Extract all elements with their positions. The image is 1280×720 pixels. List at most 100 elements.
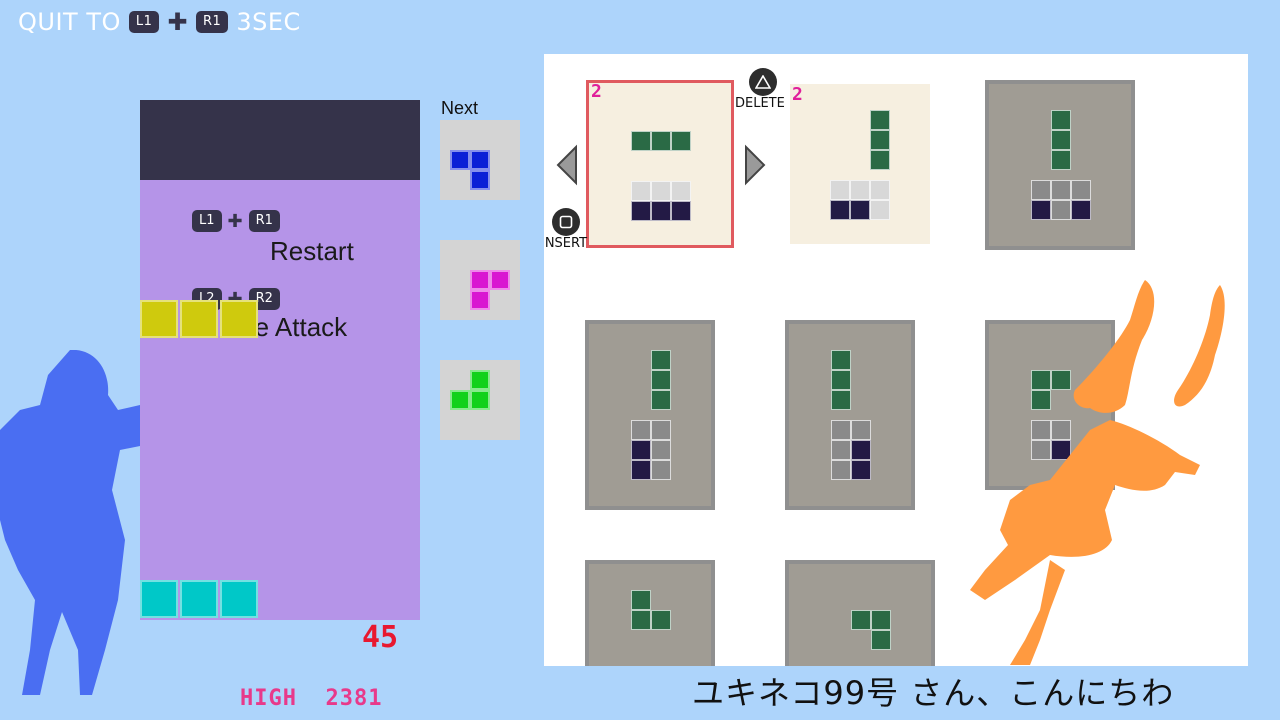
restart-label: Restart (270, 236, 354, 266)
pattern-card[interactable] (985, 80, 1135, 250)
pattern-cell (631, 181, 651, 201)
pattern-cell (1031, 390, 1051, 410)
blue-piece (470, 150, 490, 170)
character-silhouette-right (970, 280, 1225, 665)
blue-piece (450, 150, 470, 170)
pattern-cell (831, 350, 851, 370)
pattern-cell (1051, 370, 1071, 390)
character-silhouette-left (0, 350, 145, 695)
high-score-label: HIGH (240, 686, 297, 711)
pattern-cell (851, 610, 871, 630)
pattern-cell (651, 390, 671, 410)
card-badge: 2 (591, 81, 602, 102)
pattern-cell (1051, 200, 1071, 220)
pattern-cell (671, 131, 691, 151)
pattern-cell (870, 150, 890, 170)
magenta-piece (490, 270, 510, 290)
pattern-cell (1051, 130, 1071, 150)
pattern-cell (870, 110, 890, 130)
pattern-cell (1051, 420, 1071, 440)
pattern-cell (651, 350, 671, 370)
pattern-cell (830, 200, 850, 220)
l1-button-icon: L1 (128, 11, 160, 33)
pattern-cell (1071, 180, 1091, 200)
pattern-editor-panel: 2 DELETE INSERT 2 (544, 54, 1248, 666)
blue-piece (470, 170, 490, 190)
pattern-cell (1051, 440, 1071, 460)
pattern-cell (631, 610, 651, 630)
next-piece-slot-2 (440, 240, 520, 320)
pattern-cell (1031, 440, 1051, 460)
plus-icon: ✚ (167, 8, 188, 36)
falling-block (180, 300, 218, 338)
pattern-cell (651, 440, 671, 460)
pattern-card[interactable] (785, 320, 915, 510)
pattern-cell (651, 420, 671, 440)
quit-hint: QUIT TO L1 ✚ R1 3SEC (18, 8, 301, 36)
delete-button[interactable] (749, 68, 777, 96)
pattern-cell (1031, 180, 1051, 200)
stacked-block (220, 580, 258, 618)
pattern-card[interactable]: 2 (790, 84, 930, 244)
delete-label: DELETE (735, 96, 785, 111)
pattern-cell (1051, 110, 1071, 130)
next-piece-slot-1 (440, 120, 520, 200)
pattern-cell (830, 180, 850, 200)
pattern-cell (871, 610, 891, 630)
pattern-cell (651, 201, 671, 221)
r1-button-icon: R1 (248, 210, 280, 232)
pattern-cell (851, 460, 871, 480)
pattern-cell (651, 610, 671, 630)
pattern-cell (870, 200, 890, 220)
attack-label: re Attack (246, 312, 348, 342)
pattern-cell (631, 131, 651, 151)
pattern-cell (651, 460, 671, 480)
magenta-piece (470, 290, 490, 310)
current-score: 45 (362, 620, 399, 655)
player-greeting: ユキネコ99号 さん、こんにちわ (692, 674, 1175, 712)
falling-block (140, 300, 178, 338)
insert-button[interactable] (552, 208, 580, 236)
arrow-left-icon[interactable] (554, 144, 580, 186)
pattern-cell (671, 181, 691, 201)
game-board: L1 ✚ R1 Restart L2 ✚ R2 re Attack (140, 100, 420, 620)
quit-text: QUIT TO (18, 8, 121, 36)
pattern-cell (831, 440, 851, 460)
pattern-cell (631, 460, 651, 480)
pattern-card[interactable] (585, 320, 715, 510)
restart-hint: L1 ✚ R1 (192, 210, 280, 232)
pattern-cell (870, 180, 890, 200)
board-top-zone (140, 100, 420, 180)
green-piece (470, 390, 490, 410)
pattern-cell (1031, 370, 1051, 390)
falling-block (220, 300, 258, 338)
pattern-cell (851, 420, 871, 440)
pattern-cell (1031, 420, 1051, 440)
pattern-cell (1031, 200, 1051, 220)
pattern-card[interactable] (585, 560, 715, 666)
pattern-cell (831, 370, 851, 390)
pattern-cell (631, 590, 651, 610)
pattern-cell (651, 181, 671, 201)
pattern-card[interactable] (785, 560, 935, 666)
high-score: HIGH 2381 (240, 686, 382, 711)
pattern-cell (1051, 150, 1071, 170)
quit-duration: 3SEC (236, 8, 301, 36)
green-piece (470, 370, 490, 390)
pattern-cell (851, 440, 871, 460)
next-piece-slot-3 (440, 360, 520, 440)
pattern-cell (831, 390, 851, 410)
pattern-cell (831, 420, 851, 440)
magenta-piece (470, 270, 490, 290)
stacked-block (180, 580, 218, 618)
next-label: Next (441, 98, 479, 118)
l1-button-icon: L1 (192, 210, 222, 232)
green-piece (450, 390, 470, 410)
arrow-right-icon[interactable] (742, 144, 768, 186)
pattern-cell (850, 180, 870, 200)
pattern-card-selected[interactable]: 2 (586, 80, 734, 248)
pattern-cell (631, 201, 651, 221)
pattern-cell (651, 370, 671, 390)
triangle-icon (755, 75, 771, 89)
stacked-block (140, 580, 178, 618)
